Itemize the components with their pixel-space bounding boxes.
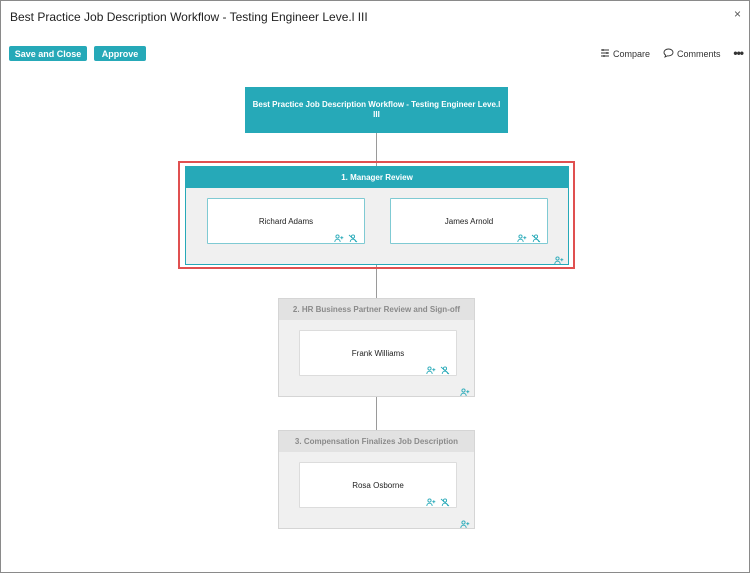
add-user-icon[interactable]	[426, 494, 436, 507]
assignee-name: Frank Williams	[351, 349, 405, 358]
remove-user-icon[interactable]	[531, 230, 541, 243]
add-user-icon[interactable]	[554, 252, 564, 265]
compare-label: Compare	[613, 49, 651, 59]
workflow-root-node: Best Practice Job Description Workflow -…	[245, 87, 508, 133]
stage-title: 3. Compensation Finalizes Job Descriptio…	[279, 431, 474, 452]
stage-compensation[interactable]: 3. Compensation Finalizes Job Descriptio…	[278, 430, 475, 529]
stage-manager-review[interactable]: 1. Manager Review Richard Adams James Ar…	[185, 166, 569, 265]
assignee-card[interactable]: James Arnold	[390, 198, 548, 244]
stage-title: 1. Manager Review	[186, 167, 568, 188]
add-user-icon[interactable]	[517, 230, 527, 243]
dialog-title: Best Practice Job Description Workflow -…	[10, 10, 368, 24]
assignee-name: Richard Adams	[258, 217, 314, 226]
compare-icon	[600, 48, 610, 60]
assignee-card[interactable]: Rosa Osborne	[299, 462, 457, 508]
assignee-card[interactable]: Frank Williams	[299, 330, 457, 376]
add-user-icon[interactable]	[460, 516, 470, 529]
connector-line	[376, 265, 377, 298]
remove-user-icon[interactable]	[440, 362, 450, 375]
comments-label: Comments	[677, 49, 721, 59]
compare-button[interactable]: Compare	[600, 48, 650, 60]
more-icon[interactable]: •••	[733, 46, 744, 60]
assignee-name: Rosa Osborne	[352, 481, 404, 490]
save-and-close-button[interactable]: Save and Close	[9, 46, 87, 61]
add-user-icon[interactable]	[334, 230, 344, 243]
comment-icon	[663, 48, 674, 60]
assignee-card[interactable]: Richard Adams	[207, 198, 365, 244]
selection-highlight	[178, 161, 575, 269]
comments-button[interactable]: Comments	[663, 48, 721, 60]
connector-line	[376, 396, 377, 430]
remove-user-icon[interactable]	[348, 230, 358, 243]
connector-line	[376, 133, 377, 166]
add-user-icon[interactable]	[460, 384, 470, 397]
assignee-name: James Arnold	[444, 217, 494, 226]
stage-title: 2. HR Business Partner Review and Sign-o…	[279, 299, 474, 320]
add-user-icon[interactable]	[426, 362, 436, 375]
close-icon[interactable]: ×	[733, 7, 741, 21]
remove-user-icon[interactable]	[440, 494, 450, 507]
stage-hr-review[interactable]: 2. HR Business Partner Review and Sign-o…	[278, 298, 475, 397]
approve-button[interactable]: Approve	[94, 46, 146, 61]
